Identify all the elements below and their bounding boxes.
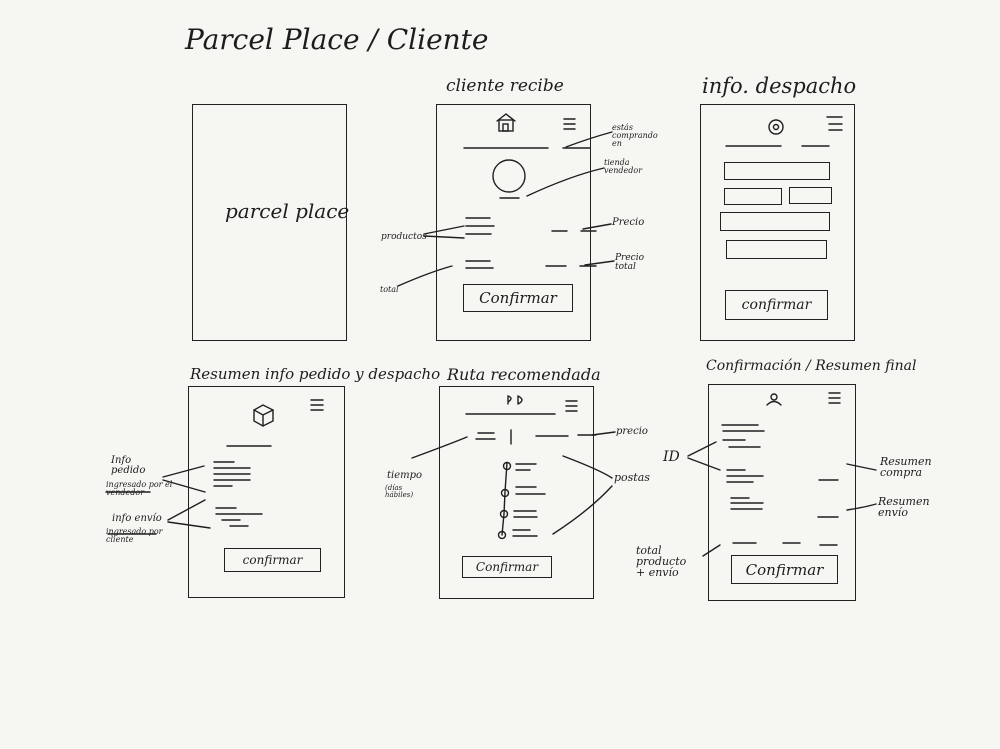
label-ruta: Ruta recomendada [447, 365, 601, 384]
ann-postas: postas [614, 471, 650, 484]
ann-resumen-envio: Resumen envío [878, 495, 930, 519]
ann-productos: productos [381, 232, 427, 242]
ann-dias-habiles: (días hábiles) [385, 484, 414, 499]
field-2[interactable] [724, 188, 782, 205]
screen-info-despacho [700, 104, 855, 341]
field-1[interactable] [724, 162, 830, 180]
ann-tiempo: tiempo [387, 470, 423, 481]
splash-logo: parcel place [225, 199, 350, 223]
ann-estas-comprando: estás comprando en [612, 123, 658, 148]
ann-info-pedido: Info pedido [111, 455, 146, 476]
ruta-confirmar-button[interactable]: Confirmar [462, 556, 552, 578]
ann-total: total [380, 285, 399, 294]
ann-precio: Precio [612, 217, 645, 228]
ann-info-envio: info envío [112, 513, 162, 524]
despacho-confirmar-button[interactable]: confirmar [725, 290, 828, 320]
resumen-confirmar-button[interactable]: confirmar [224, 548, 321, 572]
ann-ingresado-vendedor: ingresado por el vendedor [106, 480, 173, 497]
field-4[interactable] [720, 212, 830, 231]
field-5[interactable] [726, 240, 827, 259]
ann-id: ID [663, 449, 680, 465]
ann-tienda: tienda vendedor [604, 158, 643, 175]
screen-confirmacion [708, 384, 856, 601]
label-cliente-recibe: cliente recibe [446, 76, 564, 96]
screen-splash [192, 104, 347, 341]
label-info-despacho: info. despacho [702, 74, 857, 98]
ann-ingresado-cliente: ingresado por cliente [106, 527, 163, 544]
label-resumen: Resumen info pedido y despacho [190, 365, 441, 383]
ann-precio-total: Precio total [615, 253, 645, 272]
ann-resumen-compra: Resumen compra [880, 455, 932, 479]
ann-total-producto-envio: total producto + envío [636, 544, 687, 579]
label-confirmacion: Confirmación / Resumen final [706, 358, 917, 374]
confirmacion-confirmar-button[interactable]: Confirmar [731, 555, 838, 584]
cliente-confirmar-button[interactable]: Confirmar [463, 284, 573, 312]
page-title: Parcel Place / Cliente [185, 23, 489, 56]
ann-ruta-precio: precio [616, 426, 648, 437]
field-3[interactable] [789, 187, 832, 204]
